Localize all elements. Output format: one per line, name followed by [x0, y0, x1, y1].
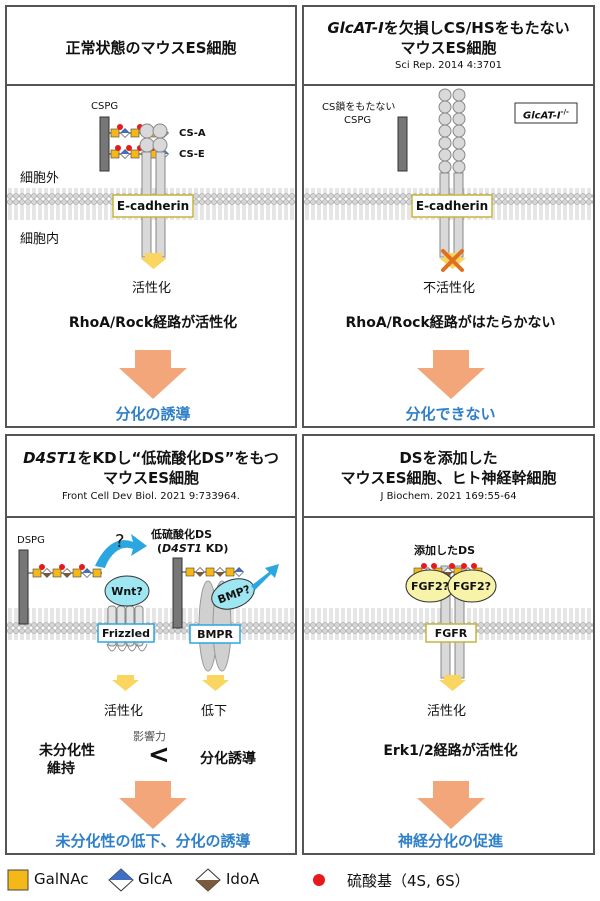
- cspg-core-protein: [99, 116, 110, 172]
- decrease-arrow: [202, 675, 229, 691]
- fgf2-label-right: FGF2?: [452, 580, 492, 593]
- legend-galnac: GalNAc: [34, 870, 89, 888]
- knockout-box: [514, 102, 578, 124]
- panel-d4st1-knockdown: D4ST1をKDし“低硫酸化DS”をもつ マウスES細胞 Front Cell …: [5, 434, 297, 855]
- panel-glcat-knockout: GlcAT-Iを欠損しCS/HSをもたない マウスES細胞 Sci Rep. 2…: [302, 5, 595, 428]
- ds-sugars: [32, 564, 102, 578]
- e-cadherin-box: [112, 194, 194, 218]
- galnac-icon: [7, 869, 29, 891]
- sulfate-icon: [313, 874, 325, 886]
- differentiation-induction-label: 分化誘導: [200, 751, 256, 767]
- panel-title: 正常状態のマウスES細胞: [65, 39, 237, 57]
- fgf2-label-left: FGF2?: [410, 580, 450, 593]
- cs-e-label: CS-E: [179, 149, 205, 160]
- bmpr-label: BMPR: [197, 628, 233, 641]
- activated-label: 活性化: [427, 704, 467, 719]
- cross-mark-icon: [441, 249, 464, 272]
- frizzled-box: [97, 623, 155, 643]
- result-label: 分化の誘導: [115, 405, 191, 423]
- citation: Sci Rep. 2014 4:3701: [395, 60, 502, 71]
- legend: GalNAc GlcA IdoA 硫酸基（4S, 6S）: [0, 860, 600, 900]
- pathway-label: Erk1/2経路が活性化: [383, 743, 518, 759]
- inside-label: 細胞内: [20, 232, 60, 247]
- kd-label: (D4ST1 KD): [157, 542, 229, 555]
- panel-title-line1: GlcAT-Iを欠損しCS/HSをもたない: [327, 19, 570, 37]
- e-cadherin-protein: [438, 88, 466, 258]
- bmpr-box: [189, 624, 241, 644]
- legend-idoa: IdoA: [226, 870, 260, 888]
- fgf2-ligand-right: [447, 569, 497, 603]
- legend-sulfate: 硫酸基（4S, 6S）: [347, 872, 470, 890]
- activation-arrow: [439, 675, 466, 691]
- pathway-label: RhoA/Rock経路が活性化: [68, 315, 238, 331]
- dspg-label: DSPG: [17, 535, 45, 546]
- cspg-core-protein: [397, 116, 408, 172]
- cs-chain-label-1: CS鎖をもたない: [322, 102, 396, 113]
- panel-title-line2: マウスES細胞: [400, 39, 497, 57]
- e-cadherin-label: E-cadherin: [116, 199, 190, 213]
- panel3-diagram: [7, 534, 295, 829]
- dspg-core-protein: [18, 549, 29, 625]
- frizzled-label: Frizzled: [102, 627, 150, 640]
- fgfr-label: FGFR: [434, 627, 468, 640]
- result-arrow: [417, 350, 485, 399]
- wnt-ligand: [104, 575, 150, 607]
- activated-label: 活性化: [132, 281, 172, 296]
- panel4-diagram: [304, 563, 593, 829]
- citation: J Biochem. 2021 169:55-64: [380, 491, 517, 502]
- cspg-label: CSPG: [91, 101, 119, 112]
- activated-label: 活性化: [104, 704, 144, 719]
- undifferentiated-label-1: 未分化性: [39, 743, 95, 759]
- knockout-label: GlcAT-I-/-: [523, 108, 569, 122]
- inactive-label: 不活性化: [423, 281, 476, 296]
- result-label: 未分化性の低下、分化の誘導: [55, 832, 251, 850]
- influence-label: 影響力: [133, 730, 166, 743]
- result-arrow: [119, 781, 187, 829]
- panel-header: 正常状態のマウスES細胞: [7, 7, 295, 86]
- added-ds-label: 添加したDS: [414, 544, 476, 557]
- citation: Front Cell Dev Biol. 2021 9:733964.: [62, 491, 240, 502]
- idoa-icon: [195, 868, 221, 892]
- panel-header: D4ST1をKDし“低硫酸化DS”をもつ マウスES細胞 Front Cell …: [7, 436, 295, 518]
- undifferentiated-label-2: 維持: [47, 761, 75, 777]
- legend-glca: GlcA: [138, 870, 173, 888]
- cs-a-label: CS-A: [179, 128, 206, 139]
- release-arrow: [251, 564, 279, 590]
- panel1-diagram: [7, 116, 295, 399]
- less-than-symbol: <: [148, 740, 170, 770]
- e-cadherin-label: E-cadherin: [415, 199, 489, 213]
- panel2-diagram: [304, 88, 593, 399]
- result-arrow: [417, 781, 485, 829]
- panel-normal-es: 正常状態のマウスES細胞: [5, 5, 297, 428]
- question-mark: ?: [115, 531, 125, 552]
- outside-label: 細胞外: [20, 171, 60, 186]
- result-label: 分化できない: [405, 405, 496, 423]
- low-ds-label: 低硫酸化DS: [151, 528, 213, 541]
- binding-arrow: [95, 534, 147, 568]
- activation-arrow: [112, 675, 139, 691]
- low-ds-core-protein: [172, 557, 183, 629]
- decreased-label: 低下: [201, 704, 228, 719]
- e-cadherin-box: [411, 194, 493, 218]
- panel-title-line1: DSを添加した: [399, 449, 498, 467]
- legend-symbols: [7, 868, 325, 892]
- cs-chain-label-2: CSPG: [344, 115, 372, 126]
- panel-title-line1: D4ST1をKDし“低硫酸化DS”をもつ: [23, 449, 279, 467]
- result-arrow: [119, 350, 187, 399]
- result-label: 神経分化の促進: [397, 832, 503, 850]
- panel-header: DSを添加した マウスES細胞、ヒト神経幹細胞 J Biochem. 2021 …: [304, 436, 593, 518]
- glca-icon: [108, 868, 134, 892]
- panel-header: GlcAT-Iを欠損しCS/HSをもたない マウスES細胞 Sci Rep. 2…: [304, 7, 593, 86]
- pathway-label: RhoA/Rock経路がはたらかない: [345, 315, 556, 331]
- wnt-label: Wnt?: [111, 585, 143, 598]
- panel-title-line2: マウスES細胞、ヒト神経幹細胞: [340, 469, 557, 487]
- activation-arrow: [140, 253, 167, 269]
- panel-title-line2: マウスES細胞: [102, 469, 200, 487]
- panel-ds-addition: DSを添加した マウスES細胞、ヒト神経幹細胞 J Biochem. 2021 …: [302, 434, 595, 855]
- fgfr-box: [425, 623, 477, 643]
